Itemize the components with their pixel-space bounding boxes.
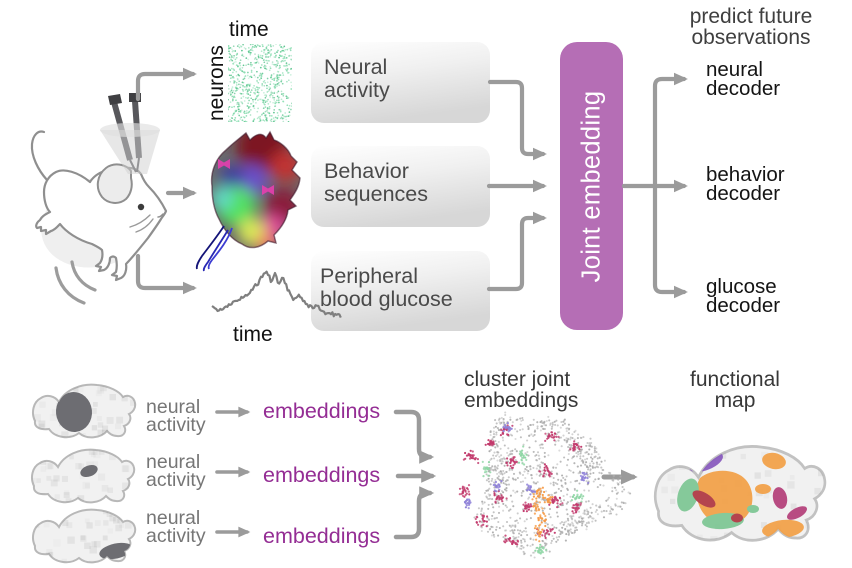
flow-arrows-bottom <box>215 406 638 540</box>
cluster-scatter <box>458 411 632 559</box>
arrow-mouse-to-raster <box>135 67 197 102</box>
arrow-joint-to-glucose-decoder <box>652 183 688 299</box>
row3-embeddings-label: embeddings <box>263 524 381 548</box>
arrow-mouse-to-glucose <box>135 253 197 295</box>
raster-time-label: time <box>229 18 269 41</box>
neural-decoder-label: neural decoder <box>706 58 781 100</box>
input-label-neural-activity: Neural activity <box>324 55 390 102</box>
raster-neurons-label: neurons <box>205 45 228 121</box>
active-region-3 <box>99 542 133 560</box>
input-label-behavior-sequences: Behavior sequences <box>324 159 428 206</box>
flow-arrows-top <box>135 67 688 299</box>
motion-arcs <box>54 260 97 305</box>
glucose-trace <box>211 270 342 319</box>
behavior-decoder-label: behavior decoder <box>706 163 785 205</box>
cluster-title: cluster joint embeddings <box>464 368 579 412</box>
glucose-time-label: time <box>233 323 273 346</box>
mouse-eye <box>137 203 145 211</box>
joint-embedding-label: Joint embedding <box>577 90 606 282</box>
glucose-decoder-label: glucose decoder <box>706 275 781 317</box>
row3-neural-activity-label: neural activity <box>146 507 206 547</box>
mouse-illustration <box>30 130 168 305</box>
input-label-peripheral-blood-glucose: Peripheral blood glucose <box>320 264 453 311</box>
electrodes <box>100 93 160 174</box>
joint-embedding-node: Joint embedding <box>560 42 623 330</box>
neural-raster <box>228 44 292 122</box>
mouse-ear <box>96 163 133 204</box>
row2-neural-activity-label: neural activity <box>146 451 206 491</box>
functional-map <box>653 445 827 542</box>
headpost-cone <box>100 130 160 174</box>
mouse-whiskers <box>129 214 154 233</box>
input-box-neural-activity <box>311 42 490 123</box>
row1-neural-activity-label: neural activity <box>146 396 206 436</box>
arrow-glucose-to-joint <box>486 211 547 292</box>
arrow-joint-to-neural-decoder <box>652 72 688 189</box>
active-region-2 <box>80 464 98 478</box>
behavior-trajectories <box>195 225 233 272</box>
input-box-peripheral-blood-glucose <box>311 251 490 331</box>
brain-thumbnails <box>31 383 137 564</box>
row2-embeddings-label: embeddings <box>263 463 381 487</box>
joint-embedding-box <box>560 42 623 330</box>
arrow-emb1-to-cluster <box>393 409 435 464</box>
behavior-manifold <box>195 131 301 272</box>
arrow-neural-to-joint <box>487 79 547 161</box>
arrow-emb3-to-cluster <box>393 486 435 540</box>
row1-embeddings-label: embeddings <box>263 399 381 423</box>
active-region-1 <box>55 392 93 432</box>
map-title: functional map <box>690 368 780 412</box>
input-box-behavior-sequences <box>311 146 490 227</box>
predict-future-header: predict future observations <box>689 5 813 49</box>
